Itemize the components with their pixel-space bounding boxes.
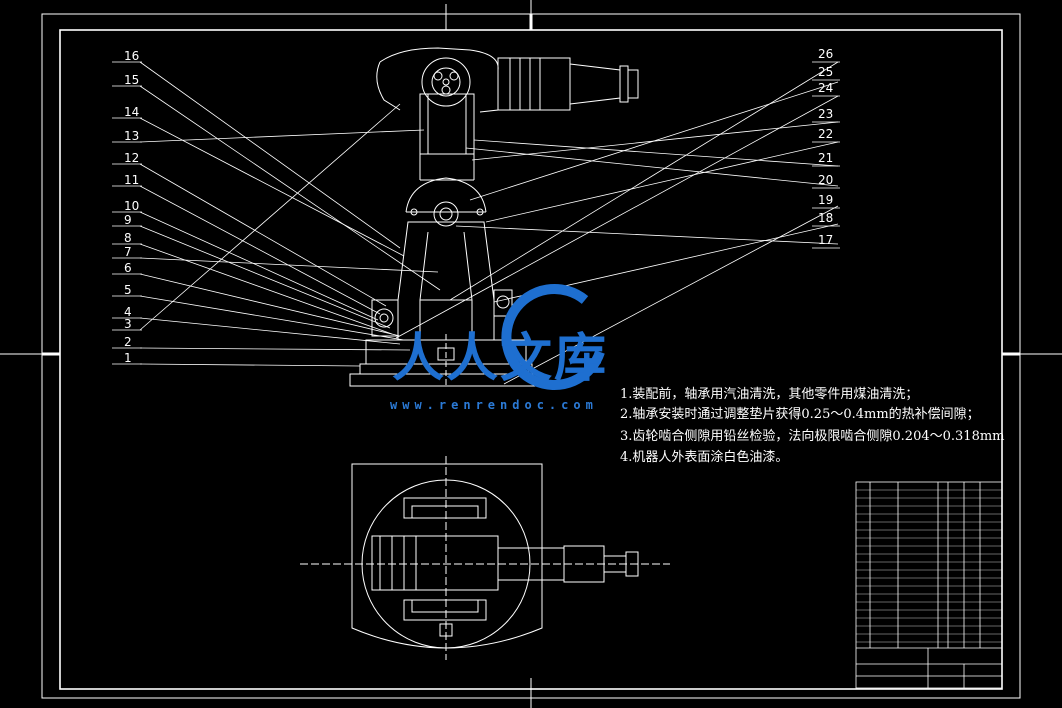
callout-label-20: 20: [818, 173, 833, 187]
technical-note-1: 1.装配前，轴承用汽油清洗，其他零件用煤油清洗；: [620, 387, 919, 402]
callout-label-5: 5: [124, 283, 132, 297]
callout-label-12: 12: [124, 151, 139, 165]
callout-label-10: 10: [124, 199, 139, 213]
callout-label-2: 2: [124, 335, 132, 349]
callout-label-1: 1: [124, 351, 132, 365]
callout-label-11: 11: [124, 173, 139, 187]
technical-note-3: 3.齿轮啮合侧隙用铅丝检验，法向极限啮合侧隙0.204～0.318mm: [620, 429, 1005, 444]
technical-note-4: 4.机器人外表面涂白色油漆。: [620, 450, 789, 465]
leader-lines-left: [139, 61, 441, 367]
leader-lines-right: [395, 61, 839, 385]
callout-label-3: 3: [124, 317, 132, 331]
callout-label-9: 9: [124, 213, 132, 227]
title-block: [855, 481, 1003, 689]
title-block-rows: [856, 489, 1002, 643]
callout-label-21: 21: [818, 151, 833, 165]
callout-label-23: 23: [818, 107, 833, 121]
technical-note-2: 2.轴承安装时通过调整垫片获得0.25～0.4mm的热补偿间隙；: [620, 407, 980, 422]
watermark-logo-mark: [501, 284, 605, 390]
callout-label-8: 8: [124, 231, 132, 245]
callout-label-13: 13: [124, 129, 139, 143]
callout-label-4: 4: [124, 305, 132, 319]
callout-label-25: 25: [818, 65, 833, 79]
callout-label-14: 14: [124, 105, 139, 119]
callout-label-16: 16: [124, 49, 139, 63]
callouts-right: 26 25 24 23 22 21 20 19 18 17: [812, 47, 840, 249]
callout-label-24: 24: [818, 81, 833, 95]
watermark-url: www.renrendoc.com: [390, 398, 598, 412]
callout-label-7: 7: [124, 245, 132, 259]
callout-label-22: 22: [818, 127, 833, 141]
callout-label-17: 17: [818, 233, 833, 247]
top-view: [300, 456, 670, 660]
callout-label-18: 18: [818, 211, 833, 225]
callout-label-26: 26: [818, 47, 833, 61]
watermark-logo-text: 人人文库: [392, 329, 609, 389]
callout-label-6: 6: [124, 261, 132, 275]
callout-label-19: 19: [818, 193, 833, 207]
callout-label-15: 15: [124, 73, 139, 87]
